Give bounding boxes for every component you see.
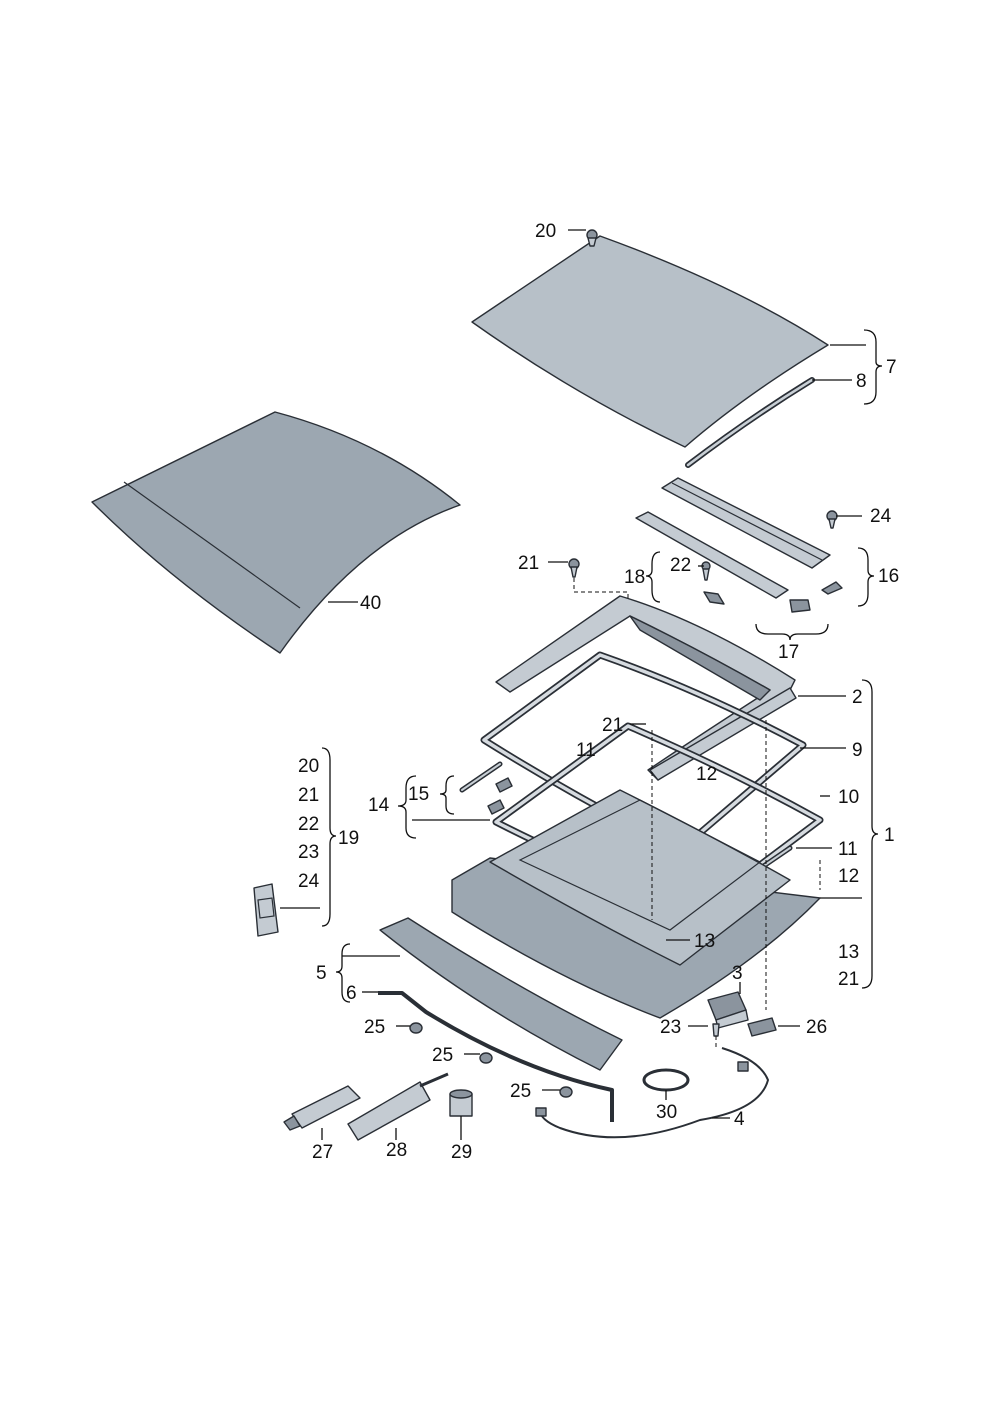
callout-4: 4 — [734, 1109, 745, 1130]
callout-12-right: 12 — [838, 866, 859, 887]
callout-25-right: 25 — [510, 1081, 531, 1102]
part-4-wiring-harness — [535, 1047, 770, 1139]
leader-lines — [280, 229, 883, 1140]
callout-26: 26 — [806, 1017, 827, 1038]
callout-group-20: 20 — [298, 756, 319, 777]
callout-14: 14 — [368, 795, 390, 816]
callout-29: 29 — [451, 1142, 472, 1163]
part-15-brackets — [487, 777, 513, 815]
part-9-seal-ring — [480, 651, 807, 854]
part-16-cross-member — [661, 477, 831, 569]
part-5-deflector-panel — [379, 917, 623, 1071]
callout-15: 15 — [408, 784, 429, 805]
part-21-screw — [568, 558, 580, 578]
callout-20-top: 20 — [535, 221, 556, 242]
callout-11-right: 11 — [838, 839, 858, 860]
callout-28: 28 — [386, 1140, 407, 1161]
callout-21-right: 21 — [838, 969, 859, 990]
callout-7: 7 — [886, 357, 897, 378]
part-24-screw — [826, 510, 838, 529]
callout-12-upper: 12 — [696, 764, 717, 785]
callout-2: 2 — [852, 687, 863, 708]
callout-3: 3 — [732, 963, 743, 984]
callout-18: 18 — [624, 567, 645, 588]
callout-6: 6 — [346, 983, 357, 1004]
part-22-screw — [701, 561, 725, 605]
callout-10: 10 — [838, 787, 859, 808]
part-30-cable-tie — [642, 1068, 690, 1092]
part-19-repair-kit — [253, 883, 279, 937]
callout-group-22: 22 — [298, 814, 319, 835]
callout-8: 8 — [856, 371, 867, 392]
callout-5: 5 — [316, 963, 327, 984]
part-7-glass-panel — [471, 235, 829, 448]
callout-11-upper: 11 — [576, 740, 596, 761]
callout-group-23: 23 — [298, 842, 319, 863]
part-16-clip — [821, 581, 843, 595]
part-25-nuts — [409, 1022, 573, 1098]
callout-21-upper: 21 — [518, 553, 539, 574]
callout-23: 23 — [660, 1017, 681, 1038]
part-1-frame-housing — [451, 789, 821, 1019]
part-23-screw — [712, 1023, 720, 1037]
callout-40: 40 — [360, 593, 381, 614]
part-26-control-unit — [747, 1017, 777, 1037]
part-8-seal-strip — [685, 377, 815, 468]
callout-group-21: 21 — [298, 785, 319, 806]
callout-19: 19 — [338, 828, 359, 849]
callout-25-middle: 25 — [432, 1045, 453, 1066]
callout-13-middle: 13 — [694, 931, 715, 952]
part-29-container — [449, 1089, 473, 1117]
callout-9: 9 — [852, 740, 863, 761]
callout-group-24: 24 — [298, 871, 320, 892]
callout-labels: 20 7 8 24 21 22 18 16 17 40 2 9 21 11 12… — [298, 221, 899, 1163]
callout-21-middle: 21 — [602, 715, 623, 736]
part-17-cross-member — [635, 511, 811, 613]
callout-16: 16 — [878, 566, 899, 587]
part-2-mechanism-frame — [495, 595, 797, 781]
callout-13-right: 13 — [838, 942, 859, 963]
part-3-motor — [707, 991, 749, 1029]
callout-24-top: 24 — [870, 506, 892, 527]
callout-1: 1 — [884, 825, 895, 846]
part-40-roof-headliner — [91, 411, 461, 654]
callout-17: 17 — [778, 642, 799, 663]
callout-30: 30 — [656, 1102, 677, 1123]
callout-22-upper: 22 — [670, 555, 691, 576]
part-6-rail — [378, 991, 614, 1122]
part-28-cartridge — [347, 1072, 449, 1141]
part-27-sealant-tube — [283, 1085, 361, 1131]
callout-25-left: 25 — [364, 1017, 385, 1038]
callout-27: 27 — [312, 1142, 333, 1163]
part-20-screw — [586, 229, 598, 247]
